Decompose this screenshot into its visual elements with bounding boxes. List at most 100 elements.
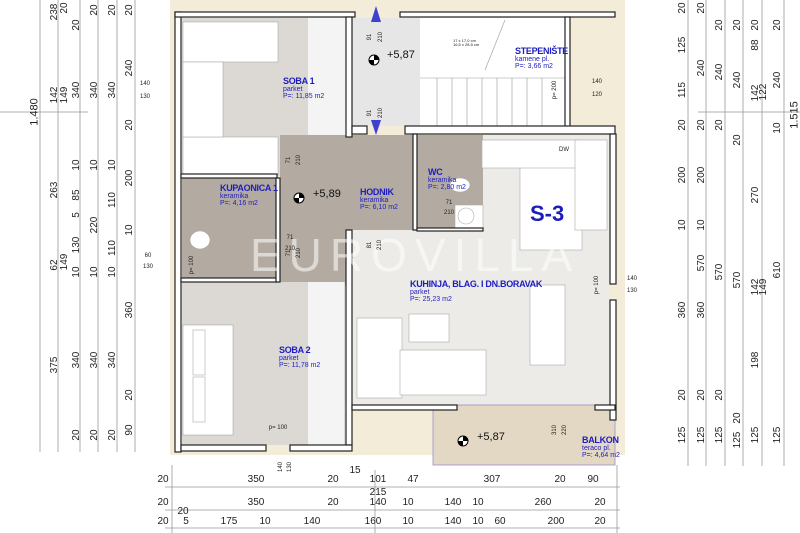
dimension-label: 10: [696, 219, 707, 231]
dimension-label: 125: [750, 426, 761, 444]
window-label: 130: [626, 288, 638, 294]
door-label: 210: [378, 107, 384, 119]
dimension-label: 200: [547, 516, 565, 527]
door-label: 71: [286, 156, 292, 164]
door-label: 210: [443, 210, 455, 216]
dimension-label: 20: [327, 497, 339, 508]
dimension-label: 10: [472, 516, 484, 527]
dimension-label: 20: [554, 474, 566, 485]
unit-label: S-3: [530, 201, 565, 226]
dimension-label: 20: [107, 429, 118, 441]
arrow-up-icon: [371, 6, 381, 22]
dimension-label: 110: [107, 192, 118, 208]
level-marker-icon: [457, 435, 469, 447]
dimension-label: 20: [714, 119, 725, 131]
total-dimension-left: 1.480: [28, 98, 41, 126]
dimension-label: 307: [483, 474, 501, 485]
dimension-label: 570: [732, 271, 743, 289]
dimension-label: 200: [677, 166, 688, 184]
window-label: DW: [559, 147, 569, 153]
watermark: EUROVILLA: [250, 229, 581, 281]
door-label: 81: [367, 241, 373, 249]
dimension-label: 125: [696, 426, 707, 444]
dimension-label: 20: [714, 389, 725, 401]
dimension-label: 10: [71, 266, 82, 278]
dimension-label: 5: [71, 212, 82, 218]
level-label: +5,87: [387, 49, 415, 61]
dimension-label: 149: [59, 86, 70, 104]
dimension-label: 20: [177, 506, 189, 517]
dimension-label: 10: [259, 516, 271, 527]
window-label: 130: [142, 264, 154, 270]
dimension-label: 10: [89, 266, 100, 278]
dimension-label: 10: [124, 224, 135, 236]
dimension-label: 110: [107, 240, 118, 256]
dimension-label: 175: [220, 516, 238, 527]
door-label: 210: [296, 247, 302, 259]
window-label: 120: [591, 92, 603, 98]
dimension-label: 140: [303, 516, 321, 527]
door-label: 71: [445, 200, 453, 206]
window-label: 140: [591, 79, 603, 85]
dimension-label: 340: [71, 81, 82, 99]
dimension-label: 20: [772, 19, 783, 31]
dimension-label: 240: [732, 71, 743, 89]
dimension-label: 47: [407, 474, 419, 485]
window-label: 140: [139, 81, 151, 87]
dimension-label: 215: [369, 487, 387, 498]
dimension-label: 20: [732, 19, 743, 31]
dimension-label: 200: [696, 166, 707, 184]
dimension-label: 260: [534, 497, 552, 508]
dimension-label: 340: [89, 81, 100, 99]
door-label: 210: [378, 31, 384, 43]
dimension-label: 140: [444, 497, 462, 508]
dimension-label: 240: [124, 59, 135, 77]
dimension-label: 140: [444, 516, 462, 527]
dimension-label: 20: [157, 516, 169, 527]
dimension-label: 10: [677, 219, 688, 231]
dimension-label: 20: [59, 2, 70, 14]
dimension-label: 20: [89, 429, 100, 441]
level-marker-icon: [293, 192, 305, 204]
window-label: p= 100: [268, 425, 288, 431]
dimension-label: 125: [677, 426, 688, 444]
dimension-label: 60: [494, 516, 506, 527]
window-label: 130: [139, 94, 151, 100]
window-label: 130: [287, 461, 293, 473]
dimension-label: 20: [677, 389, 688, 401]
dimension-label: 20: [89, 4, 100, 16]
dimension-label: 340: [89, 351, 100, 369]
dimension-label: 20: [107, 4, 118, 16]
staircase: [420, 19, 565, 126]
dimension-label: 20: [594, 516, 606, 527]
dimension-label: 88: [750, 39, 761, 51]
dimension-label: 10: [107, 159, 118, 171]
window-label: 60: [144, 253, 152, 259]
dimension-label: 340: [107, 81, 118, 99]
dimension-label: 240: [714, 63, 725, 81]
arrow-down-icon: [371, 120, 381, 135]
dimension-label: 85: [71, 189, 82, 201]
dimension-label: 125: [732, 431, 743, 449]
dimension-label: 20: [157, 474, 169, 485]
dimension-label: 115: [677, 82, 688, 98]
dimension-label: 125: [714, 426, 725, 444]
dimension-label: 240: [696, 59, 707, 77]
dimension-label: 350: [247, 497, 265, 508]
dimension-label: 20: [124, 119, 135, 131]
dimension-label: 149: [758, 278, 769, 296]
dimension-label: 340: [71, 351, 82, 369]
dimension-label: 20: [696, 2, 707, 14]
dimension-label: 270: [750, 186, 761, 204]
dimension-label: 130: [71, 236, 82, 254]
dimension-label: 20: [594, 497, 606, 508]
dimension-label: 10: [89, 159, 100, 171]
dimension-label: 10: [472, 497, 484, 508]
